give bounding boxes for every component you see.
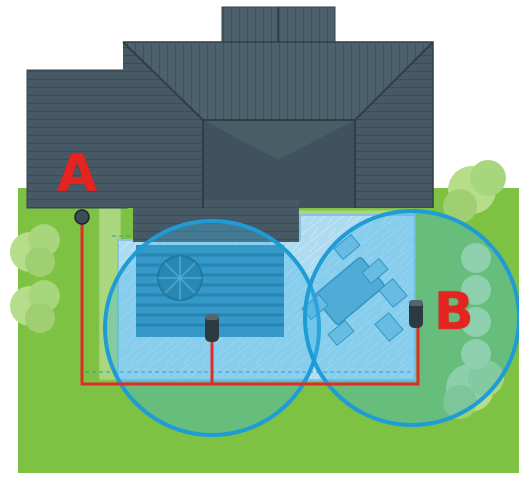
shrub-left-bottom bbox=[10, 280, 60, 333]
outdoor-antenna-1-icon bbox=[205, 314, 219, 342]
umbrella-spokes bbox=[158, 256, 202, 300]
cable-route bbox=[80, 218, 420, 386]
shrub-row-right bbox=[461, 243, 491, 369]
marker-label-a: A bbox=[57, 144, 98, 204]
marker-label-b: B bbox=[434, 282, 474, 342]
shrub-right-top bbox=[443, 160, 506, 223]
shrub-left-top bbox=[10, 224, 60, 277]
house-roof bbox=[26, 6, 434, 242]
outdoor-antenna-2-icon bbox=[409, 300, 423, 328]
source-point-a-icon bbox=[74, 209, 90, 225]
dining-set bbox=[301, 233, 408, 347]
